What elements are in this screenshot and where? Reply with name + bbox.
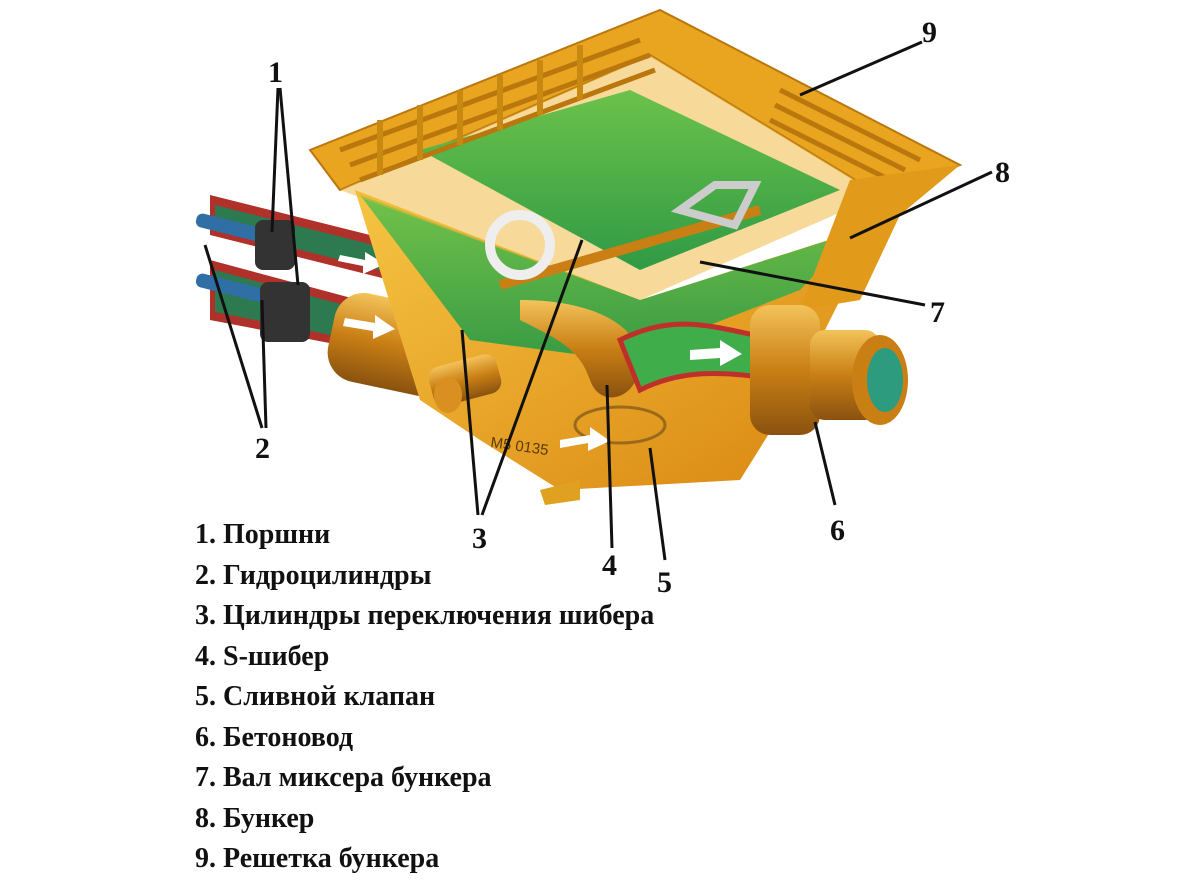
callout-9: 9 xyxy=(922,16,937,49)
mixer-shaft xyxy=(485,181,762,290)
leader-lines xyxy=(203,40,993,561)
legend-item: 8. Бункер xyxy=(195,802,315,834)
legend-item: 5. Сливной клапан xyxy=(195,681,436,712)
legend-item: 3. Цилиндры переключения шибера xyxy=(195,600,655,631)
callout-7: 7 xyxy=(930,296,945,329)
drain-valve xyxy=(573,405,667,445)
callout-6: 6 xyxy=(830,514,845,547)
legend-item: 7. Вал миксера бункера xyxy=(195,762,492,793)
piston-upper xyxy=(255,220,295,270)
legend-item: 1. Поршни xyxy=(195,519,331,550)
legend: 1. Поршни 2. Гидроцилиндры 3. Цилиндры п… xyxy=(195,515,654,880)
callout-1: 1 xyxy=(268,56,283,89)
legend-item: 6. Бетоновод xyxy=(195,721,354,753)
callout-8: 8 xyxy=(995,156,1010,189)
piston-lower xyxy=(260,282,310,342)
legend-item: 4. S-шибер xyxy=(195,640,330,672)
callout-2: 2 xyxy=(255,432,270,465)
legend-item: 9. Решетка бункера xyxy=(195,843,440,874)
legend-item: 2. Гидроцилиндры xyxy=(195,559,432,591)
callout-4: 4 xyxy=(602,549,617,582)
callout-5: 5 xyxy=(657,566,672,599)
callout-3: 3 xyxy=(472,522,487,555)
callout-numbers: 1 2 3 4 5 6 7 8 9 xyxy=(255,16,1010,599)
concrete-pipeline xyxy=(750,305,908,435)
